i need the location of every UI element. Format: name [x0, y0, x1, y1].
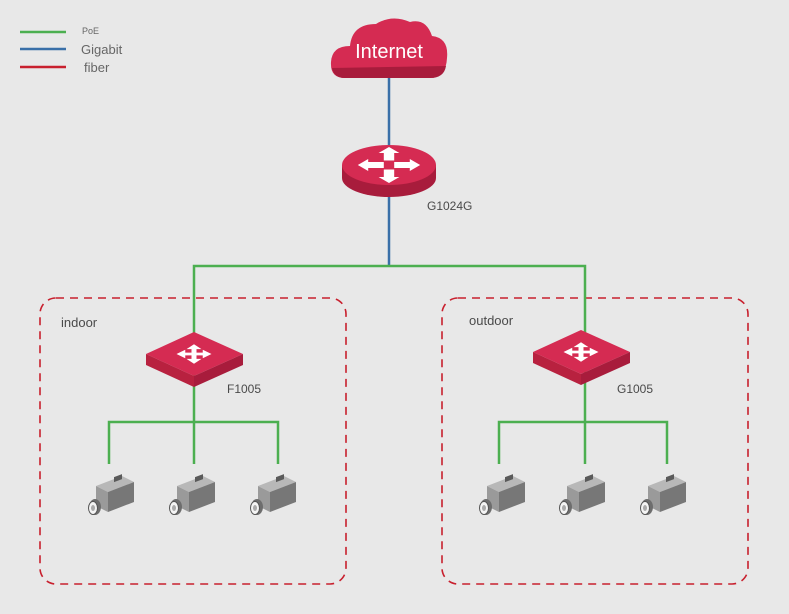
switch-icon: [146, 332, 243, 387]
cameras-indoor: [88, 473, 297, 516]
camera-icon: [559, 473, 606, 516]
cloud-icon: [330, 18, 448, 79]
switch-indoor: F1005: [146, 332, 261, 396]
poe-links: [107, 264, 669, 464]
legend-label-poe: PoE: [82, 26, 99, 36]
camera-icon: [88, 473, 135, 516]
core-router: G1024G: [342, 145, 472, 213]
switch-icon: [533, 330, 630, 385]
switch-indoor-label: F1005: [227, 382, 261, 396]
camera-icon: [250, 473, 297, 516]
camera-icon: [640, 473, 687, 516]
router-icon: [342, 145, 436, 197]
legend-label-fiber: fiber: [84, 60, 110, 75]
internet-label: Internet: [355, 41, 423, 63]
core-router-label: G1024G: [427, 199, 472, 213]
legend: PoE Gigabit fiber: [20, 26, 123, 75]
internet-cloud: Internet: [330, 18, 448, 79]
legend-label-gigabit: Gigabit: [81, 42, 123, 57]
zone-label-indoor: indoor: [61, 315, 98, 330]
camera-icon: [169, 473, 216, 516]
cameras-outdoor: [479, 473, 687, 516]
camera-icon: [479, 473, 526, 516]
switch-outdoor: G1005: [533, 330, 653, 396]
switch-outdoor-label: G1005: [617, 382, 653, 396]
zone-box-indoor: [39, 297, 347, 585]
zone-label-outdoor: outdoor: [469, 313, 514, 328]
zone-box-outdoor: [441, 297, 749, 585]
